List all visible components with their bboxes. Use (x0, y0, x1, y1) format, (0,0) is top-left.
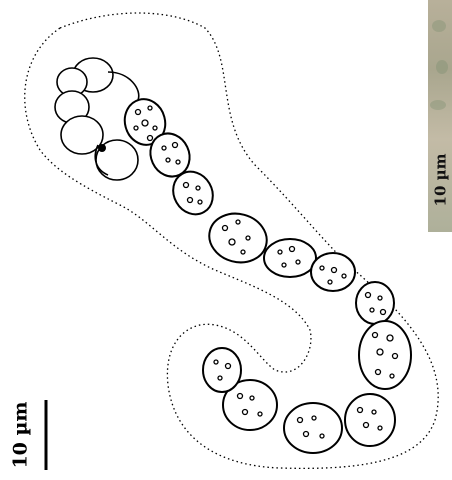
granular-cell (264, 239, 316, 277)
granular-cell (356, 282, 394, 324)
granular-cell (203, 348, 241, 392)
cell-junction-dot (98, 144, 106, 152)
granular-cell (204, 207, 272, 268)
granular-cells (120, 95, 411, 453)
micrograph-scale-label: 10 µm (429, 150, 451, 210)
granular-cell (359, 321, 411, 389)
granular-cell (284, 403, 342, 453)
scale-bar-label: 10 µm (4, 400, 38, 470)
granular-cell (345, 394, 395, 446)
